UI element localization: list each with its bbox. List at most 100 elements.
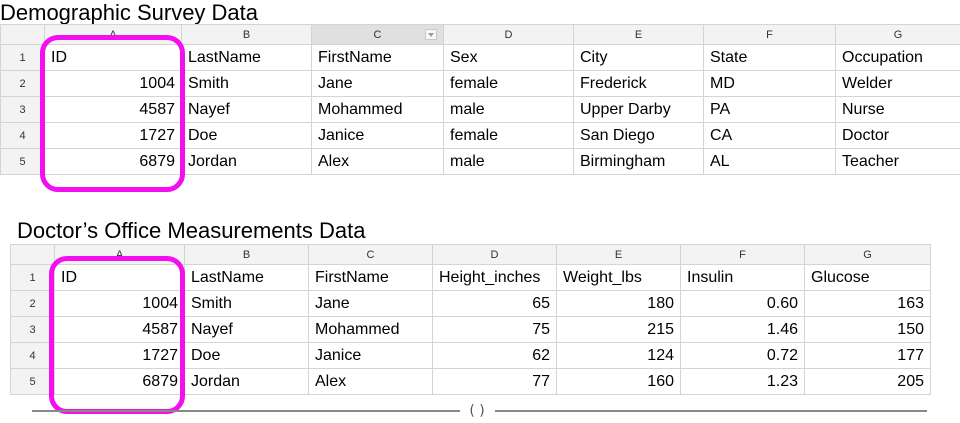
row-number[interactable]: 4 bbox=[10, 342, 55, 369]
cell[interactable]: male bbox=[443, 148, 574, 175]
cell[interactable]: 160 bbox=[556, 368, 681, 395]
cell[interactable]: Occupation bbox=[835, 44, 960, 71]
cell[interactable]: Welder bbox=[835, 70, 960, 97]
cell[interactable]: Jordan bbox=[181, 148, 312, 175]
cell[interactable]: Doctor bbox=[835, 122, 960, 149]
cell[interactable]: Doe bbox=[181, 122, 312, 149]
cell[interactable]: LastName bbox=[184, 264, 309, 291]
row-number[interactable]: 2 bbox=[0, 70, 45, 97]
cell[interactable]: Birmingham bbox=[573, 148, 704, 175]
cell[interactable]: female bbox=[443, 70, 574, 97]
row-number[interactable]: 5 bbox=[0, 148, 45, 175]
cell[interactable]: 0.72 bbox=[680, 342, 805, 369]
row-number[interactable]: 1 bbox=[10, 264, 55, 291]
column-header-f[interactable]: F bbox=[680, 244, 805, 265]
cell[interactable]: CA bbox=[703, 122, 836, 149]
cell[interactable]: Insulin bbox=[680, 264, 805, 291]
cell[interactable]: San Diego bbox=[573, 122, 704, 149]
cell[interactable]: 6879 bbox=[44, 148, 182, 175]
column-header-b[interactable]: B bbox=[181, 24, 312, 45]
row-number[interactable]: 5 bbox=[10, 368, 55, 395]
cell[interactable]: 62 bbox=[432, 342, 557, 369]
row-number[interactable]: 3 bbox=[10, 316, 55, 343]
survey-title: Demographic Survey Data bbox=[0, 0, 259, 25]
cell[interactable]: Frederick bbox=[573, 70, 704, 97]
cell[interactable]: ID bbox=[54, 264, 185, 291]
cell[interactable]: Nurse bbox=[835, 96, 960, 123]
cell[interactable]: 205 bbox=[804, 368, 931, 395]
cell[interactable]: Nayef bbox=[181, 96, 312, 123]
cell[interactable]: Glucose bbox=[804, 264, 931, 291]
scrollbar-track-left[interactable] bbox=[32, 410, 460, 412]
cell[interactable]: Smith bbox=[184, 290, 309, 317]
table-row: 3 4587 Nayef Mohammed 75 215 1.46 150 bbox=[10, 316, 931, 343]
cell[interactable]: State bbox=[703, 44, 836, 71]
cell[interactable]: Janice bbox=[308, 342, 433, 369]
cell[interactable]: 6879 bbox=[54, 368, 185, 395]
cell[interactable]: Nayef bbox=[184, 316, 309, 343]
cell[interactable]: 0.60 bbox=[680, 290, 805, 317]
column-header-d[interactable]: D bbox=[443, 24, 574, 45]
cell[interactable]: Mohammed bbox=[311, 96, 444, 123]
column-header-c[interactable]: C bbox=[311, 24, 444, 45]
cell[interactable]: 1.23 bbox=[680, 368, 805, 395]
column-header-g[interactable]: G bbox=[835, 24, 960, 45]
cell[interactable]: FirstName bbox=[311, 44, 444, 71]
cell[interactable]: Sex bbox=[443, 44, 574, 71]
cell[interactable]: Janice bbox=[311, 122, 444, 149]
cell[interactable]: AL bbox=[703, 148, 836, 175]
cell[interactable]: MD bbox=[703, 70, 836, 97]
cell[interactable]: 163 bbox=[804, 290, 931, 317]
column-header-b[interactable]: B bbox=[184, 244, 309, 265]
cell[interactable]: 1727 bbox=[44, 122, 182, 149]
cell[interactable]: Jane bbox=[311, 70, 444, 97]
row-number[interactable]: 2 bbox=[10, 290, 55, 317]
column-header-d[interactable]: D bbox=[432, 244, 557, 265]
cell[interactable]: Teacher bbox=[835, 148, 960, 175]
cell[interactable]: female bbox=[443, 122, 574, 149]
select-all-corner[interactable] bbox=[0, 24, 45, 45]
column-header-e[interactable]: E bbox=[556, 244, 681, 265]
cell[interactable]: 1.46 bbox=[680, 316, 805, 343]
select-all-corner[interactable] bbox=[10, 244, 55, 265]
table-row: 3 4587 Nayef Mohammed male Upper Darby P… bbox=[0, 96, 960, 123]
cell[interactable]: 177 bbox=[804, 342, 931, 369]
column-header-c[interactable]: C bbox=[308, 244, 433, 265]
id-column-highlight bbox=[40, 35, 185, 192]
cell[interactable]: Upper Darby bbox=[573, 96, 704, 123]
cell[interactable]: 124 bbox=[556, 342, 681, 369]
filter-dropdown-icon[interactable] bbox=[425, 29, 437, 40]
column-header-f[interactable]: F bbox=[703, 24, 836, 45]
cell[interactable]: LastName bbox=[181, 44, 312, 71]
row-number[interactable]: 1 bbox=[0, 44, 45, 71]
cell[interactable]: Doe bbox=[184, 342, 309, 369]
cell[interactable]: ID bbox=[44, 44, 182, 71]
cell[interactable]: 4587 bbox=[44, 96, 182, 123]
cell[interactable]: 150 bbox=[804, 316, 931, 343]
cell[interactable]: 65 bbox=[432, 290, 557, 317]
scrollbar-track-right[interactable] bbox=[495, 410, 927, 412]
cell[interactable]: Alex bbox=[311, 148, 444, 175]
scroll-handle-icon[interactable]: ( ) bbox=[469, 403, 485, 419]
cell[interactable]: Weight_lbs bbox=[556, 264, 681, 291]
row-number[interactable]: 4 bbox=[0, 122, 45, 149]
cell[interactable]: 77 bbox=[432, 368, 557, 395]
cell[interactable]: Mohammed bbox=[308, 316, 433, 343]
cell[interactable]: Jane bbox=[308, 290, 433, 317]
cell[interactable]: 1004 bbox=[44, 70, 182, 97]
cell[interactable]: PA bbox=[703, 96, 836, 123]
cell[interactable]: Jordan bbox=[184, 368, 309, 395]
cell[interactable]: 75 bbox=[432, 316, 557, 343]
cell[interactable]: Height_inches bbox=[432, 264, 557, 291]
row-number[interactable]: 3 bbox=[0, 96, 45, 123]
cell[interactable]: Smith bbox=[181, 70, 312, 97]
cell[interactable]: 215 bbox=[556, 316, 681, 343]
cell[interactable]: City bbox=[573, 44, 704, 71]
column-header-e[interactable]: E bbox=[573, 24, 704, 45]
cell[interactable]: Alex bbox=[308, 368, 433, 395]
cell[interactable]: FirstName bbox=[308, 264, 433, 291]
column-header-g[interactable]: G bbox=[804, 244, 931, 265]
cell[interactable]: male bbox=[443, 96, 574, 123]
cell[interactable]: 4587 bbox=[54, 316, 185, 343]
cell[interactable]: 180 bbox=[556, 290, 681, 317]
